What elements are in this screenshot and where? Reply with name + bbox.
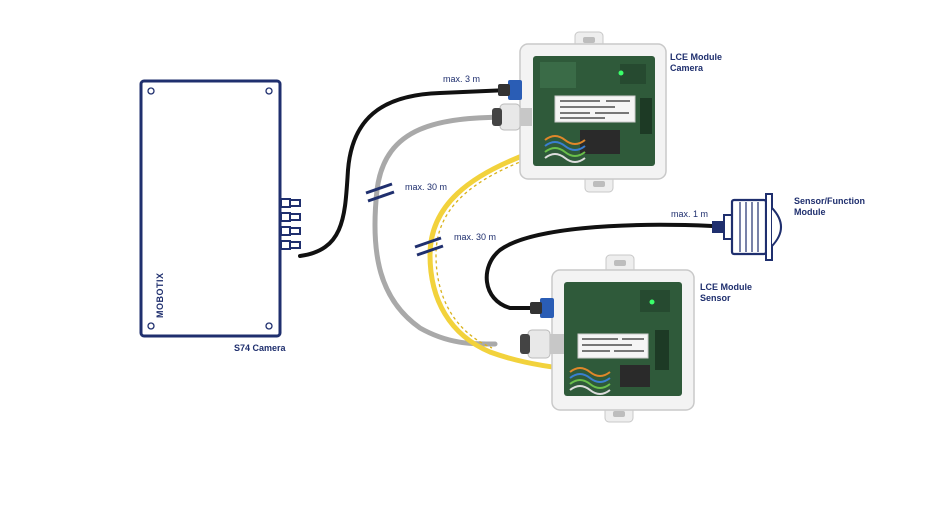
camera-label: S74 Camera: [234, 343, 286, 353]
sensor-function-module: [712, 193, 782, 261]
lce-module-sensor: [520, 254, 695, 423]
cable-label-yellow-max-30m: max. 30 m: [454, 232, 497, 242]
sensor-function-module-label: Sensor/Function Module: [794, 196, 866, 217]
cable-label-gray-max-30m: max. 30 m: [405, 182, 448, 192]
yellow-cable: [427, 150, 583, 373]
black-cable-camera: [298, 88, 512, 258]
camera-ports: [280, 198, 301, 250]
lce-module-camera: [492, 31, 667, 193]
camera-brand-logo: MOBOTIX: [155, 272, 165, 319]
gray-cable: [372, 114, 508, 347]
cable-label-max-1m: max. 1 m: [671, 209, 709, 219]
s74-camera-body: [139, 79, 282, 338]
lce-module-camera-label: LCE Module Camera: [670, 52, 722, 73]
cable-break-marks: [365, 182, 444, 257]
cable-label-max-3m: max. 3 m: [443, 74, 481, 84]
black-cable-sensor: [484, 222, 714, 310]
lce-module-sensor-label: LCE Module Sensor: [700, 282, 752, 303]
